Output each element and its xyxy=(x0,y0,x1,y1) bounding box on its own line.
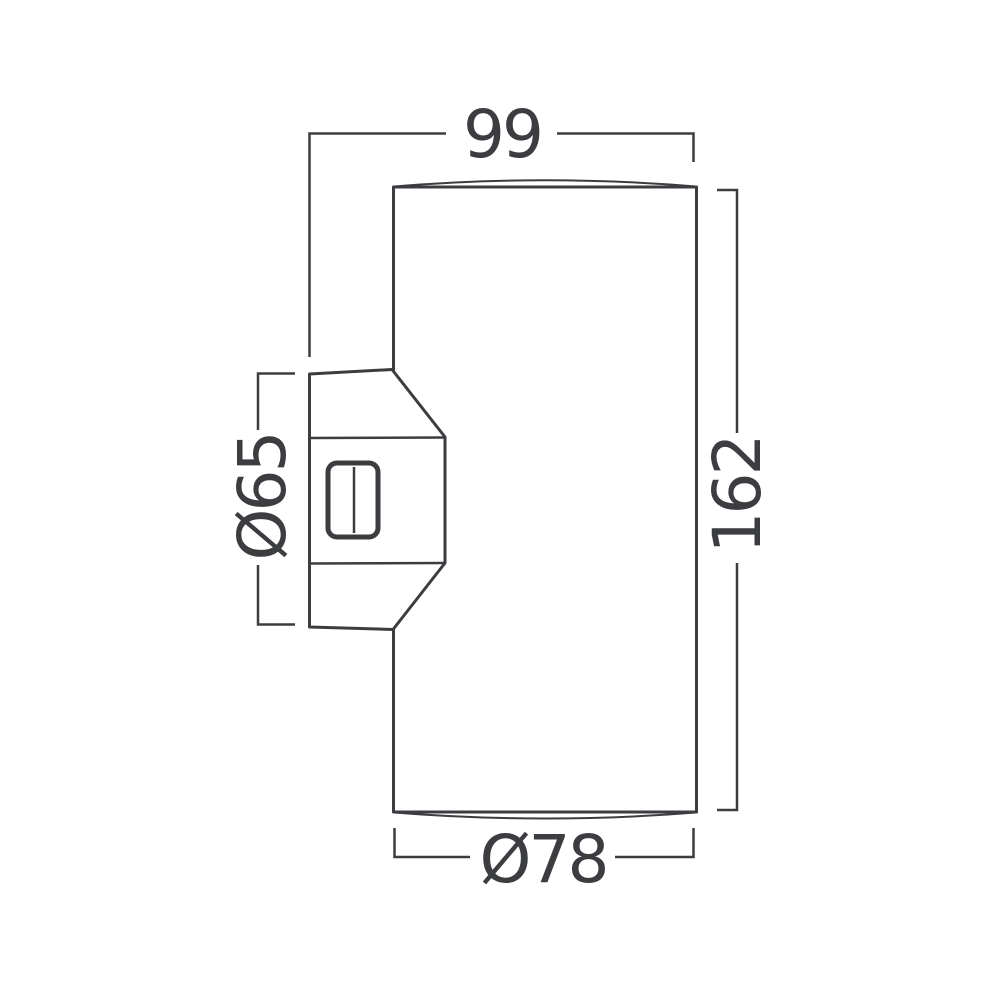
dimension-bottom-diameter-right-line xyxy=(615,828,695,859)
dimension-top-width-label: 99 xyxy=(463,96,541,173)
dimension-left-diameter: Ø65 xyxy=(224,372,301,626)
dimension-left-diameter-lower-line xyxy=(256,565,295,626)
dimension-bottom-diameter-label: Ø78 xyxy=(480,821,607,898)
cylinder-bottom-arc xyxy=(393,811,697,820)
dimension-bottom-diameter: Ø78 xyxy=(393,821,695,898)
dimension-right-height-label: 162 xyxy=(699,437,776,554)
dimension-top-width-left-line xyxy=(308,132,446,357)
dimension-top-width: 99 xyxy=(308,96,695,357)
dimension-right-height: 162 xyxy=(699,188,776,812)
dimension-bottom-diameter-left-line xyxy=(393,828,470,859)
bracket-bottom-seam-line xyxy=(309,561,446,565)
mounting-bracket-group xyxy=(308,368,447,631)
dimension-right-height-upper-line xyxy=(717,188,739,433)
bracket-top-seam-line xyxy=(309,436,446,440)
dimension-top-width-right-line xyxy=(557,132,695,162)
dimension-left-diameter-upper-line xyxy=(256,372,295,430)
cylinder-top-arc xyxy=(393,179,697,188)
dimension-left-diameter-label: Ø65 xyxy=(224,434,301,561)
dimension-right-height-lower-line xyxy=(717,563,739,812)
